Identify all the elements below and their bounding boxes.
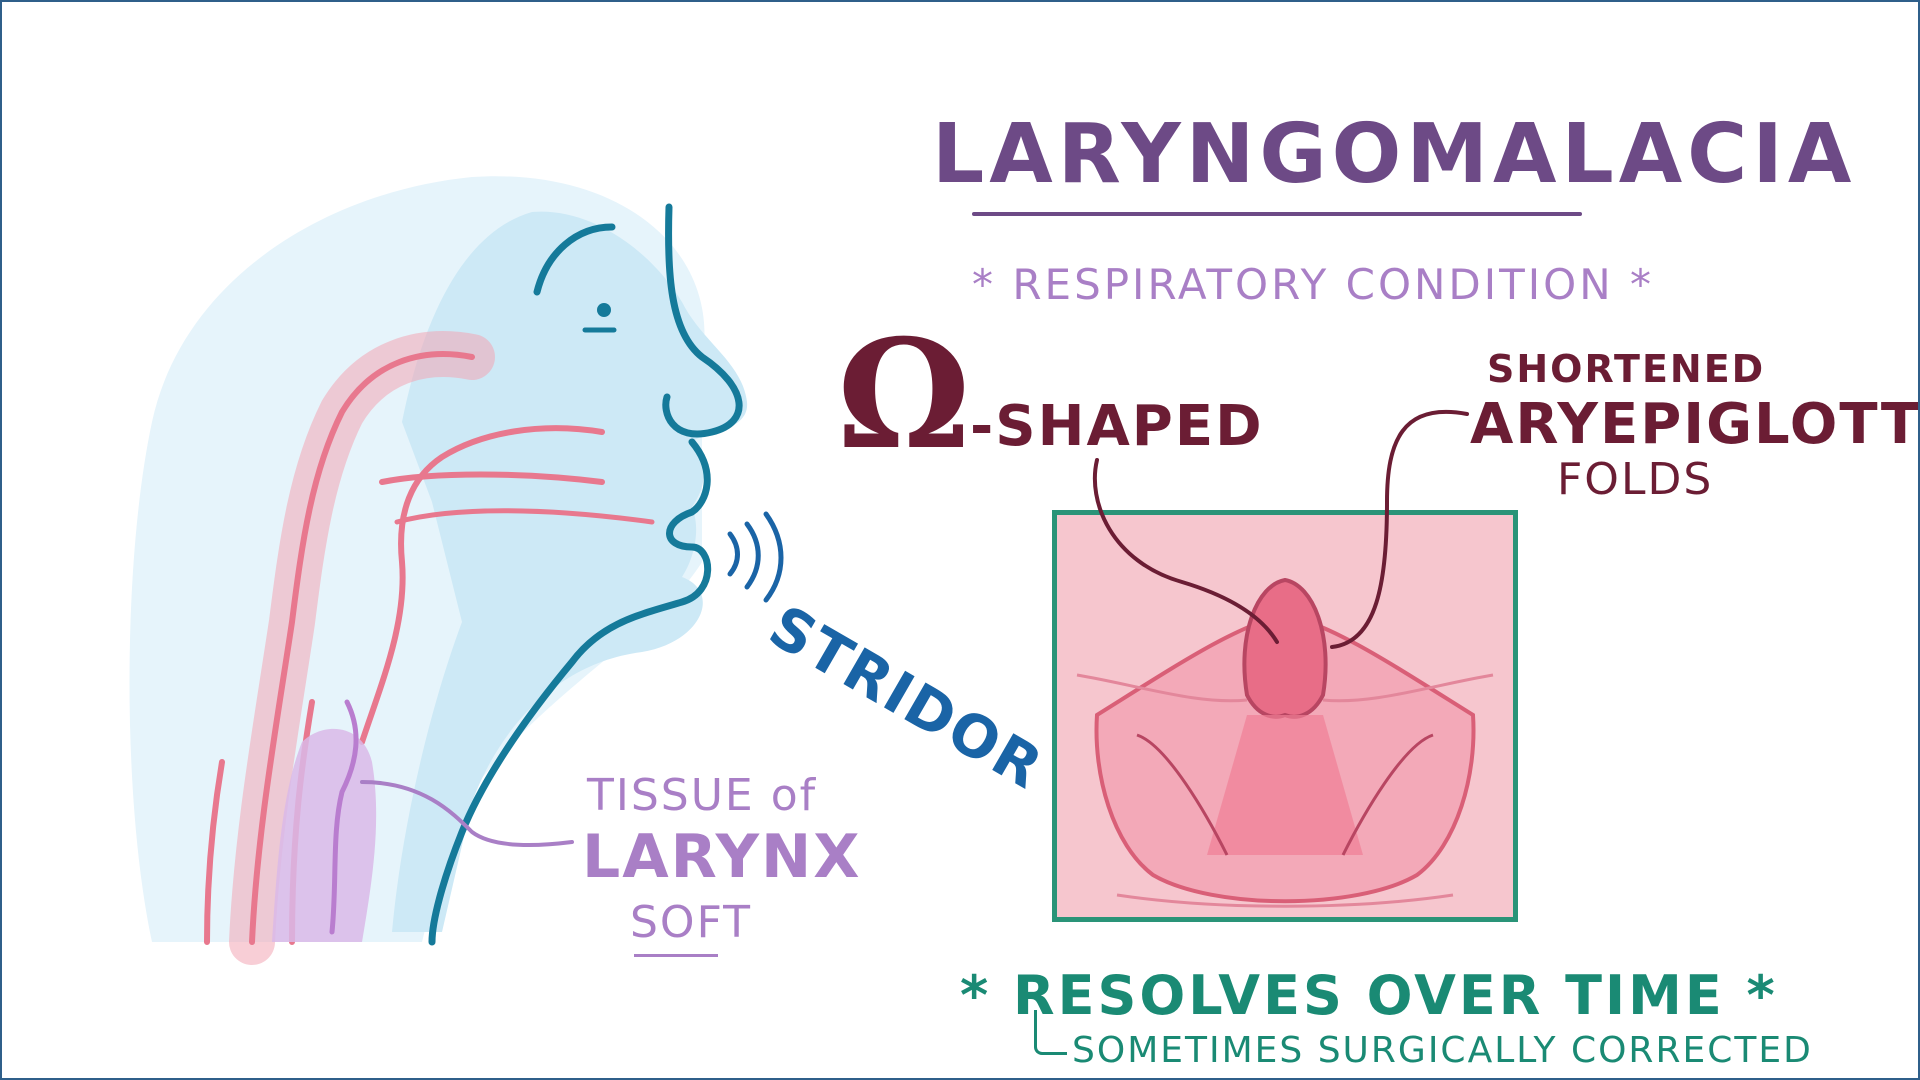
- folds-label-line1: SHORTENED: [1487, 347, 1766, 391]
- head-profile-illustration: [129, 176, 748, 965]
- soft-underline: [634, 954, 718, 957]
- corrected-label: SOMETIMES SURGICALLY CORRECTED: [1072, 1030, 1813, 1071]
- corrected-bracket: [1034, 1010, 1067, 1055]
- resolves-label: * RESOLVES OVER TIME *: [960, 964, 1778, 1027]
- folds-label-line3: FOLDS: [1557, 454, 1714, 505]
- omega-symbol: Ω: [837, 307, 973, 483]
- tissue-label-line3: SOFT: [630, 897, 752, 948]
- subtitle-respiratory-condition: * RESPIRATORY CONDITION *: [972, 260, 1655, 309]
- folds-label-line2: ARYEPIGLOTTIC: [1470, 392, 1920, 457]
- slide-title: LARYNGOMALACIA: [932, 107, 1857, 202]
- shaped-label: -SHAPED: [970, 394, 1264, 459]
- title-underline: [972, 212, 1582, 216]
- tissue-label-line1: TISSUE of: [587, 770, 818, 821]
- larynx-view-illustration: [1052, 510, 1518, 922]
- tissue-label-line2: LARYNX: [582, 822, 862, 892]
